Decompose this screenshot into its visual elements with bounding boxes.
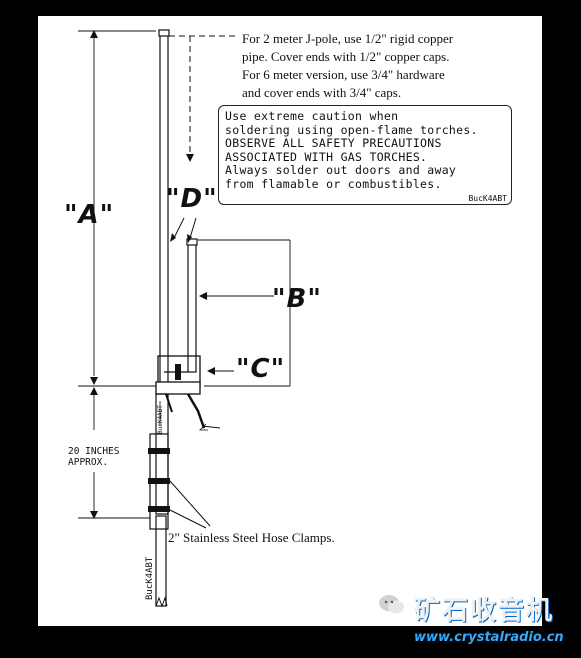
watermark-title: 矿石收音机 bbox=[414, 596, 555, 626]
mast-callsign: BucK4ABT bbox=[145, 556, 155, 600]
dimension-label-d: "D" bbox=[166, 184, 218, 214]
caution-signature: BucK4ABT bbox=[468, 194, 507, 203]
dimension-d bbox=[170, 217, 197, 243]
dimension-b bbox=[198, 239, 291, 387]
copper-note-line: For 2 meter J-pole, use 1/2" rigid coppe… bbox=[242, 31, 454, 46]
approx-line: 20 INCHES bbox=[68, 446, 120, 457]
caution-line: soldering using open-flame torches. bbox=[225, 122, 478, 137]
caution-line: Always solder out doors and away bbox=[225, 163, 457, 178]
hose-clamps-label: 2" Stainless Steel Hose Clamps. bbox=[168, 530, 335, 545]
stub-callsign: BucK4ABT bbox=[157, 405, 164, 434]
jpole-diagram: For 2 meter J-pole, use 1/2" rigid coppe… bbox=[38, 16, 542, 626]
short-matching-stub bbox=[186, 238, 198, 373]
antenna-drawing bbox=[78, 29, 291, 608]
fitting-leaders bbox=[199, 423, 221, 431]
dimension-20in bbox=[78, 387, 150, 519]
dimension-label-a: "A" bbox=[64, 200, 115, 230]
hose-clamps bbox=[148, 448, 211, 529]
copper-note-line: For 6 meter version, use 3/4" hardware bbox=[242, 67, 445, 82]
dimension-label-c: "C" bbox=[236, 354, 286, 384]
approx-line: APPROX. bbox=[68, 457, 109, 468]
copper-note: For 2 meter J-pole, use 1/2" rigid coppe… bbox=[242, 30, 453, 102]
copper-note-line: pipe. Cover ends with 1/2" copper caps. bbox=[242, 49, 450, 64]
site-watermark: 矿石收音机 www.crystalradio.cn bbox=[378, 590, 578, 656]
watermark-url: www.crystalradio.cn bbox=[414, 630, 564, 645]
caution-line: from flamable or combustibles. bbox=[225, 176, 442, 191]
dimension-label-b: "B" bbox=[272, 284, 322, 314]
caution-line: ASSOCIATED WITH GAS TORCHES. bbox=[225, 149, 428, 164]
caution-box: Use extreme caution when soldering using… bbox=[218, 105, 512, 205]
bottom-tee-fitting bbox=[155, 355, 206, 429]
approx-length-label: 20 INCHES APPROX. bbox=[68, 446, 119, 468]
top-cap-leader bbox=[169, 35, 238, 162]
caution-line: Use extreme caution when bbox=[225, 109, 399, 123]
dimension-a bbox=[78, 30, 156, 387]
caution-line: OBSERVE ALL SAFETY PRECAUTIONS bbox=[225, 136, 442, 151]
copper-note-line: and cover ends with 3/4" caps. bbox=[242, 85, 402, 100]
wechat-icon bbox=[379, 595, 404, 614]
